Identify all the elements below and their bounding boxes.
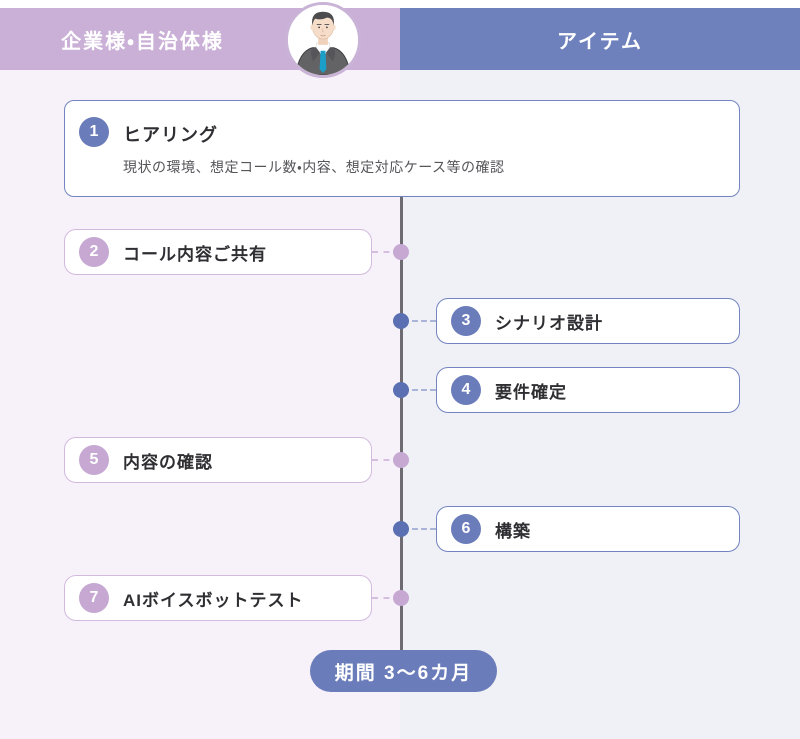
- step-card-requirements: 4 要件確定: [436, 367, 740, 413]
- timeline-dot-step3: [393, 313, 409, 329]
- step-number-badge: 4: [451, 375, 481, 405]
- businessman-avatar-icon: [285, 2, 361, 78]
- step-card-scenario-design: 3 シナリオ設計: [436, 298, 740, 344]
- connector-dash-step6: [403, 528, 436, 530]
- step-title: 構築: [495, 521, 531, 541]
- step-title: コール内容ご共有: [123, 244, 267, 264]
- timeline-dot-step7: [393, 590, 409, 606]
- step-number-badge: 1: [79, 117, 109, 147]
- step-title: 要件確定: [495, 382, 567, 402]
- step-number-badge: 2: [79, 237, 109, 267]
- connector-dash-step5: [372, 459, 401, 461]
- step-title: ヒアリング: [123, 125, 218, 145]
- step-title: シナリオ設計: [495, 313, 603, 333]
- duration-badge: 期間 3〜6カ月: [310, 650, 497, 692]
- timeline-line: [400, 197, 403, 650]
- step-title: 内容の確認: [123, 452, 213, 472]
- timeline-dot-step4: [393, 382, 409, 398]
- header-right-band: アイテム: [400, 8, 800, 70]
- step-card-voicebot-test: 7 AIボイスボットテスト: [64, 575, 372, 621]
- step-number-badge: 6: [451, 514, 481, 544]
- step-number-badge: 5: [79, 445, 109, 475]
- timeline-dot-step5: [393, 452, 409, 468]
- connector-dash-step4: [403, 389, 436, 391]
- connector-dash-step7: [372, 597, 401, 599]
- timeline-dot-step2: [393, 244, 409, 260]
- timeline-dot-step6: [393, 521, 409, 537]
- header-left-label: 企業様・自治体様: [61, 30, 224, 53]
- step-number-badge: 7: [79, 583, 109, 613]
- duration-label: 期間 3〜6カ月: [334, 662, 473, 684]
- connector-dash-step2: [372, 251, 401, 253]
- step-number-badge: 3: [451, 306, 481, 336]
- step-card-build: 6 構築: [436, 506, 740, 552]
- step-description: 現状の環境、想定コール数・内容、想定対応ケース等の確認: [123, 159, 505, 175]
- step-title: AIボイスボットテスト: [123, 590, 304, 610]
- step-card-call-sharing: 2 コール内容ご共有: [64, 229, 372, 275]
- header-right-label: アイテム: [557, 30, 643, 53]
- step-card-hearing: 1 ヒアリング 現状の環境、想定コール数・内容、想定対応ケース等の確認: [64, 100, 740, 197]
- connector-dash-step3: [403, 320, 436, 322]
- step-card-content-check: 5 内容の確認: [64, 437, 372, 483]
